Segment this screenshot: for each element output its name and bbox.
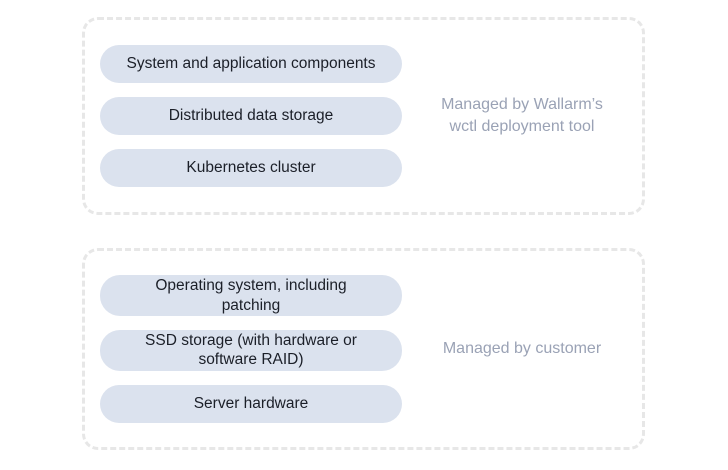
pill-distributed-data-storage: Distributed data storage	[100, 97, 402, 135]
group-wallarm-managed: System and application components Distri…	[82, 17, 645, 215]
wallarm-managed-label-text: Managed by Wallarm’s wctl deployment too…	[441, 96, 603, 135]
customer-managed-label: Managed by customer	[402, 338, 642, 360]
pill-system-and-application-components: System and application components	[100, 45, 402, 83]
group-customer-managed: Operating system, including patching SSD…	[82, 248, 645, 450]
pill-operating-system-including-patching: Operating system, including patching	[100, 275, 402, 316]
customer-managed-pill-list: Operating system, including patching SSD…	[100, 275, 402, 423]
pill-kubernetes-cluster: Kubernetes cluster	[100, 149, 402, 187]
pill-ssd-storage-raid: SSD storage (with hardware or software R…	[100, 330, 402, 371]
wallarm-managed-label: Managed by Wallarm’s wctl deployment too…	[402, 94, 642, 137]
customer-managed-label-text: Managed by customer	[442, 340, 602, 358]
wallarm-managed-pill-list: System and application components Distri…	[100, 45, 402, 187]
pill-server-hardware: Server hardware	[100, 384, 402, 423]
